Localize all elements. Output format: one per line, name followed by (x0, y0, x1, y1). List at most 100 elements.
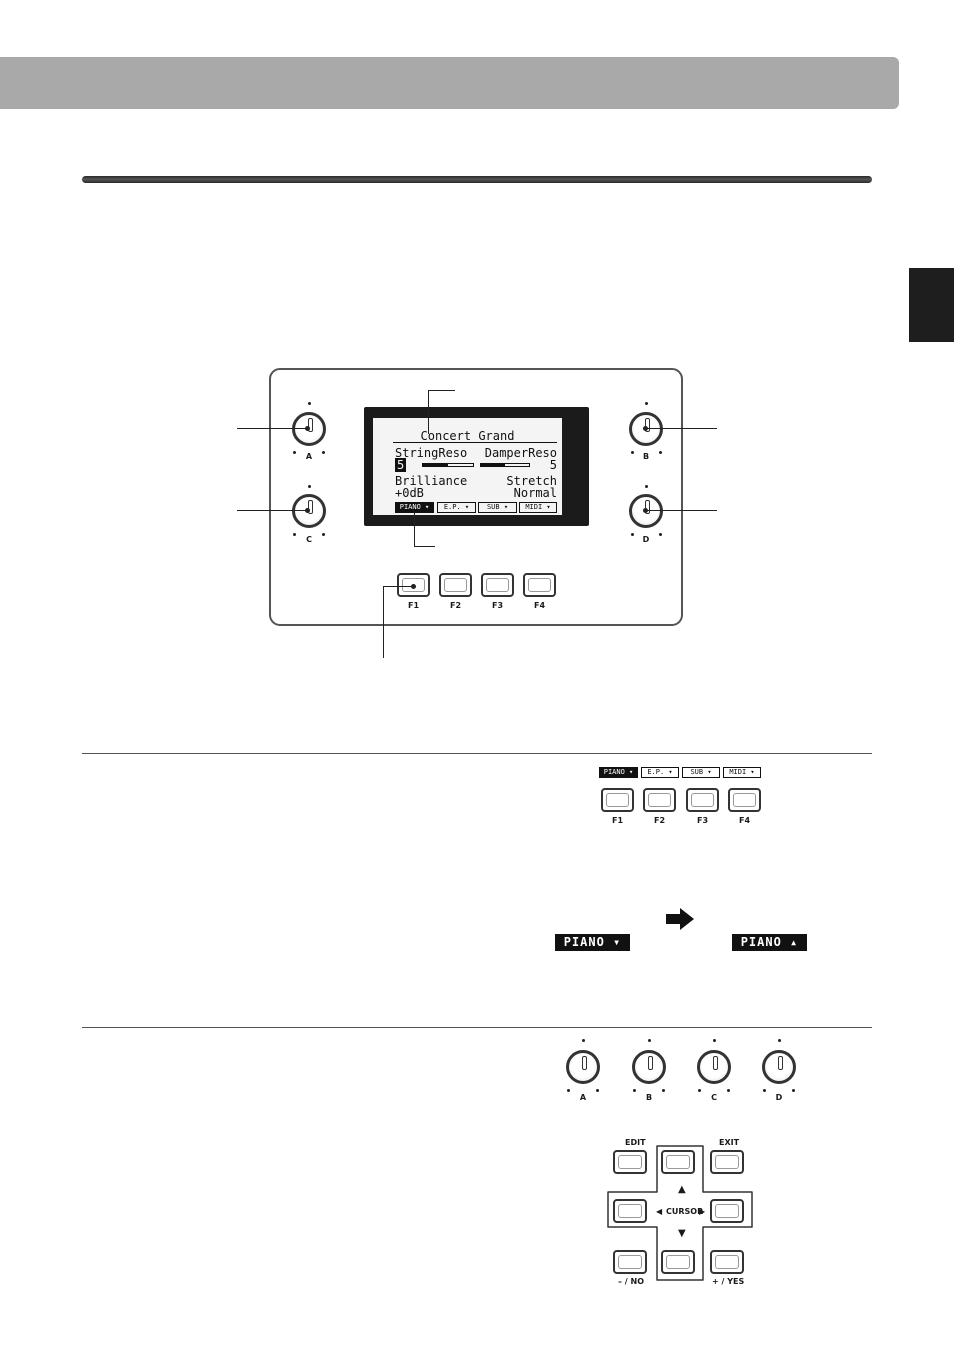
callout-dot (411, 584, 416, 589)
triangle-down-icon: ▼ (678, 1228, 686, 1239)
no-button[interactable] (613, 1250, 647, 1274)
section-rule-2 (82, 1027, 872, 1028)
illus-f4-button[interactable] (728, 788, 761, 812)
knob-c-dot-left (293, 533, 296, 536)
triangle-left-icon: ◀ (656, 1207, 663, 1216)
exit-label: EXIT (719, 1138, 740, 1147)
lcd-tab-piano: PIANO ▾ (395, 502, 434, 513)
knob-b-dot-left (631, 451, 634, 454)
illus-f2-button[interactable] (643, 788, 676, 812)
cursor-right-button[interactable] (710, 1199, 744, 1223)
f4-button[interactable] (523, 573, 556, 597)
k2c-dot (713, 1039, 716, 1042)
callout-dot (643, 508, 648, 513)
lcd-title-underline (393, 442, 557, 443)
illus-knob-a[interactable] (566, 1050, 600, 1084)
k2d-dot (763, 1089, 766, 1092)
knob-d-dot-right (659, 533, 662, 536)
lcd-param1-bar (422, 463, 474, 467)
cursor-pad-outline (607, 1145, 753, 1281)
cursor-down-button[interactable] (661, 1250, 695, 1274)
knob-a-dot-top (308, 402, 311, 405)
f4-label: F4 (533, 601, 546, 610)
lcd-param1-label: StringReso (395, 446, 468, 460)
illus-knob-b[interactable] (632, 1050, 666, 1084)
knob-a-label: A (305, 452, 313, 461)
edit-label: EDIT (625, 1138, 646, 1147)
knob-d-dot-left (631, 533, 634, 536)
callout-dot (305, 426, 310, 431)
illus-f2-label: F2 (653, 816, 666, 825)
callout-f1-h (383, 586, 414, 587)
k2b-dot (662, 1089, 665, 1092)
section-rule-1 (82, 753, 872, 754)
lcd-param4-value: Normal (513, 486, 557, 500)
f3-label: F3 (491, 601, 504, 610)
k2c-dot (727, 1089, 730, 1092)
callout-dot (305, 508, 310, 513)
lcd-param2-value: 5 (549, 458, 557, 472)
cursor-left-button[interactable] (613, 1199, 647, 1223)
f2-button[interactable] (439, 573, 472, 597)
knob-d-label: D (642, 535, 650, 544)
callout-knob-b (646, 428, 717, 429)
callout-knob-a (237, 428, 308, 429)
callout-lcd-top-v (428, 390, 429, 434)
lcd-tab-ep: E.P. ▾ (437, 502, 476, 513)
piano-tab-open: PIANO ▴ (732, 934, 807, 951)
knob-b-label: B (642, 452, 650, 461)
k2d-dot (792, 1089, 795, 1092)
lcd-param3-label: Brilliance (395, 474, 468, 488)
lcd-param2-bar (480, 463, 530, 467)
chapter-side-tab (909, 268, 954, 342)
knob-d-dot-top (645, 485, 648, 488)
triangle-up-icon: ▲ (678, 1184, 686, 1195)
lcd-param2-label: DamperReso (484, 446, 557, 460)
f3-button[interactable] (481, 573, 514, 597)
callout-knob-d (646, 510, 717, 511)
illus-knob-d-label: D (775, 1093, 783, 1102)
yes-button[interactable] (710, 1250, 744, 1274)
k2b-dot (648, 1039, 651, 1042)
illus-knob-a-label: A (579, 1093, 587, 1102)
cursor-label: CURSOR (666, 1207, 704, 1216)
knob-a-dot-right (322, 451, 325, 454)
knob-c-dot-right (322, 533, 325, 536)
f1-label: F1 (407, 601, 420, 610)
header-band (0, 57, 899, 109)
knob-a-dot-left (293, 451, 296, 454)
illus-knob-c-label: C (711, 1093, 717, 1102)
no-label: – / NO (618, 1277, 644, 1286)
arrow-right-icon (666, 908, 694, 930)
illus-knob-d[interactable] (762, 1050, 796, 1084)
illus-f3-button[interactable] (686, 788, 719, 812)
illus-knob-c[interactable] (697, 1050, 731, 1084)
illus-f4-label: F4 (738, 816, 751, 825)
k2a-dot (567, 1089, 570, 1092)
lcd-tab-midi: MIDI ▾ (519, 502, 557, 513)
illus-f1-label: F1 (611, 816, 624, 825)
illus-knob-b-label: B (645, 1093, 653, 1102)
knob-c-dot-top (308, 485, 311, 488)
piano-tab-closed: PIANO ▾ (555, 934, 630, 951)
callout-tab-h (414, 546, 435, 547)
illus-f1-button[interactable] (601, 788, 634, 812)
knob-b-dot-top (645, 402, 648, 405)
exit-button[interactable] (710, 1150, 744, 1174)
yes-label: + / YES (712, 1277, 745, 1286)
k2b-dot (633, 1089, 636, 1092)
lcd-param1-value: 5 (395, 458, 407, 472)
illus-f3-label: F3 (696, 816, 709, 825)
tab-illus-midi: MIDI ▾ (723, 767, 761, 778)
cursor-up-button[interactable] (661, 1150, 695, 1174)
tab-illus-sub: SUB ▾ (682, 767, 720, 778)
callout-dot (643, 426, 648, 431)
callout-f1-v (383, 586, 384, 658)
callout-knob-c (237, 510, 308, 511)
f2-label: F2 (449, 601, 462, 610)
lcd-param4-label: Stretch (506, 474, 557, 488)
lcd-title: Concert Grand (420, 429, 515, 443)
callout-tab-v (414, 513, 415, 547)
edit-button[interactable] (613, 1150, 647, 1174)
section-title-rule (82, 176, 872, 183)
